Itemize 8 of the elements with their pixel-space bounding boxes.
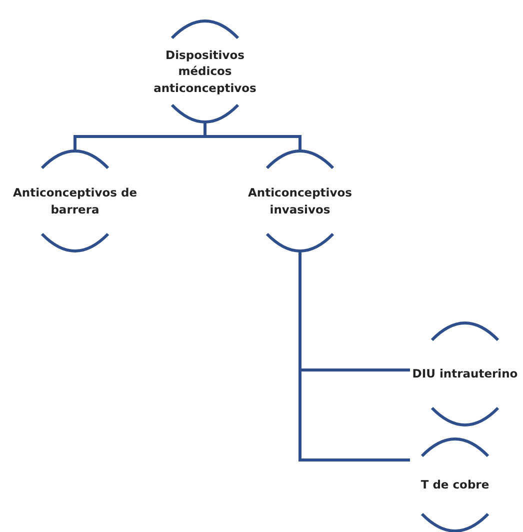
connector-line xyxy=(298,252,410,462)
node-label: T de cobre xyxy=(420,476,490,494)
node-label: Anticonceptivos invasivos xyxy=(247,184,353,218)
node-label: Anticonceptivos de barrera xyxy=(12,184,138,218)
arc-node xyxy=(410,322,520,426)
connector-line xyxy=(204,123,302,150)
node-label: DIU intrauterino xyxy=(412,366,518,382)
node-label: Dispositivos médicos anticonceptivos xyxy=(152,46,258,96)
